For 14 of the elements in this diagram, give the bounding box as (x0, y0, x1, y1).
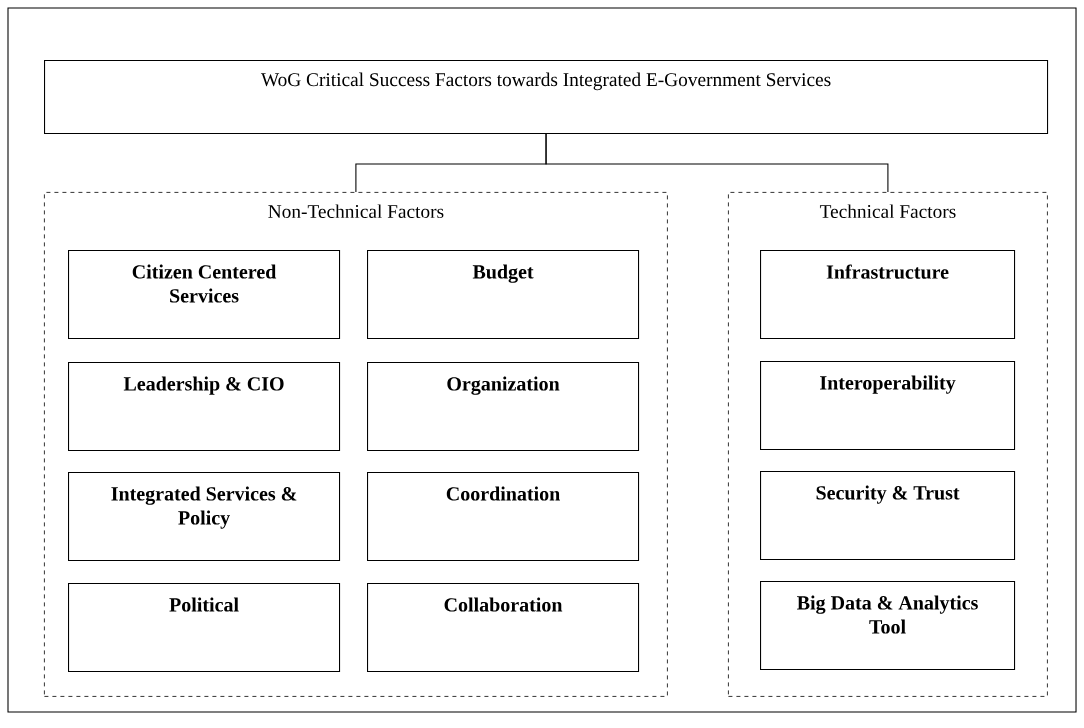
factor-box: Coordination (367, 472, 640, 562)
title-box: WoG Critical Success Factors towards Integrated E-Government Services (44, 60, 1049, 135)
factor-box: Leadership & CIO (68, 362, 341, 452)
factor-box: Citizen Centered Services (68, 250, 341, 340)
connector-line (545, 133, 889, 193)
factor-box: Budget (367, 250, 640, 340)
factor-box: Political (68, 583, 341, 673)
factor-box: Infrastructure (760, 250, 1016, 340)
factor-box: Big Data & Analytics Tool (760, 581, 1016, 671)
factor-box: Organization (367, 362, 640, 452)
factor-box: Security & Trust (760, 471, 1016, 561)
factor-box: Interoperability (760, 361, 1016, 451)
factor-box: Integrated Services & Policy (68, 472, 341, 562)
factor-box: Collaboration (367, 583, 640, 673)
